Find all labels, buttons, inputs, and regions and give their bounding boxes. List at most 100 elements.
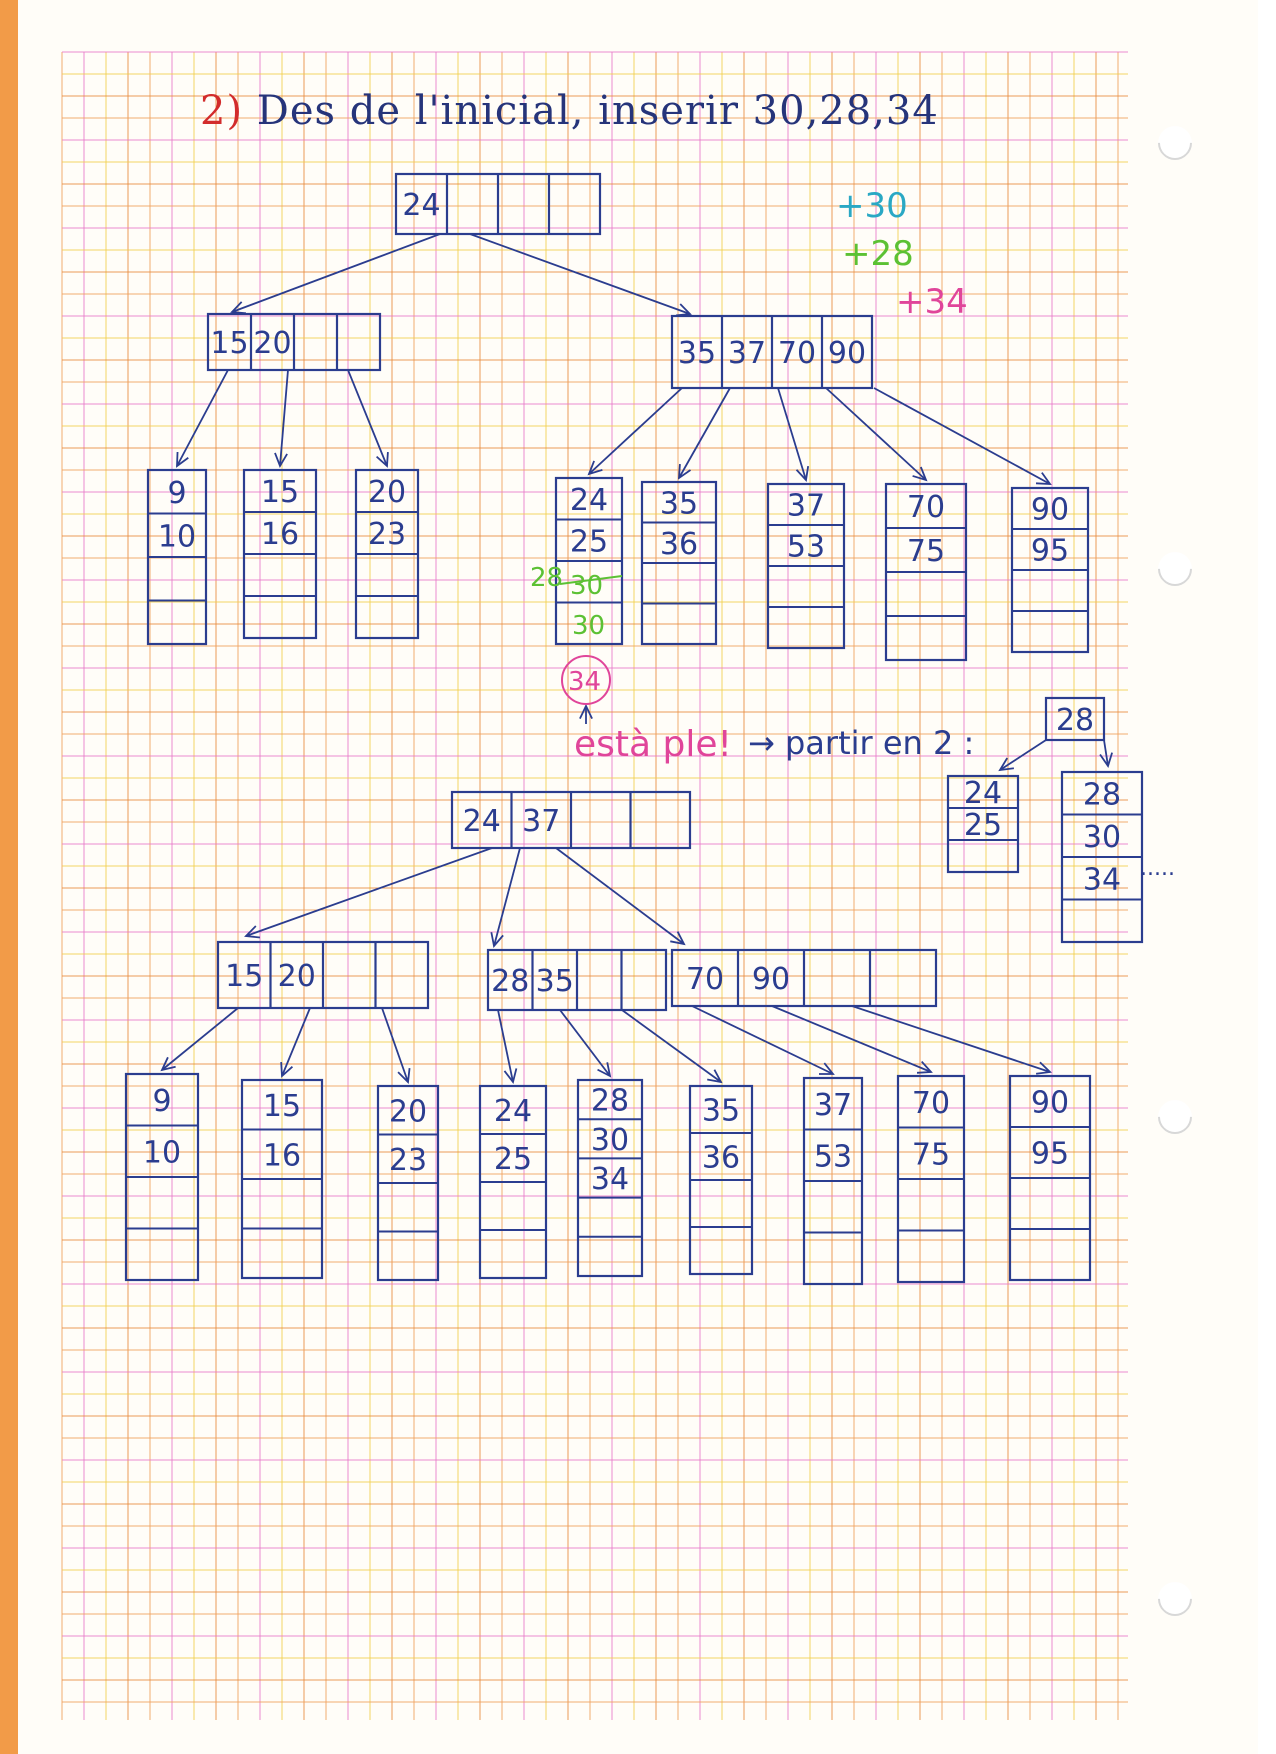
node-key: 70 xyxy=(778,336,816,371)
node-key: 70 xyxy=(686,962,724,997)
edge-arrowhead xyxy=(1035,472,1052,485)
root-node-before: 24 xyxy=(394,172,602,236)
leaf-key: 90 xyxy=(1031,1086,1069,1121)
exercise-number: 2) xyxy=(200,88,244,134)
tree-edge xyxy=(245,847,493,937)
edge-arrowhead xyxy=(818,1062,835,1075)
tree-edge xyxy=(678,387,731,479)
edge-arrowhead xyxy=(587,460,603,476)
leaf-key: 36 xyxy=(660,527,698,562)
edge-arrowhead xyxy=(916,1060,933,1074)
tree-edge xyxy=(347,369,388,467)
leaf-key: 75 xyxy=(912,1137,950,1172)
leaf-key: 30 xyxy=(1083,820,1121,855)
leaf-key: 25 xyxy=(494,1142,532,1177)
tree-edge xyxy=(161,1007,239,1071)
split-left-leaf-frame xyxy=(946,774,1020,874)
edge-arrowhead xyxy=(176,451,189,468)
leaf-key: 24 xyxy=(494,1094,532,1129)
leaf-key: 10 xyxy=(158,519,196,554)
node-key: 24 xyxy=(402,188,440,223)
edge-arrowhead xyxy=(912,466,928,482)
leaf-key: 23 xyxy=(368,517,406,552)
leaf-key: 37 xyxy=(814,1088,852,1123)
edge-arrowhead xyxy=(998,757,1015,772)
leaf-key: 25 xyxy=(964,808,1002,843)
graph-paper-grid xyxy=(61,51,1128,1720)
tree-edge xyxy=(621,1009,722,1083)
leaf-key: 75 xyxy=(907,534,945,569)
exercise-text: Des de l'inicial, inserir 30,28,34 xyxy=(256,88,939,134)
leaf-node-before: 910 xyxy=(146,468,208,646)
exercise-heading: 2) Des de l'inicial, inserir 30,28,34 xyxy=(200,88,939,134)
node-key: 20 xyxy=(278,959,316,994)
edge-arrowhead xyxy=(670,931,686,946)
tree-edge xyxy=(825,387,927,481)
overflow-key-circle xyxy=(561,655,611,705)
leaf-key: 35 xyxy=(660,486,698,521)
tree-edge xyxy=(851,1005,1051,1073)
leaf-key: 95 xyxy=(1031,1137,1069,1172)
tree-edge xyxy=(279,369,289,467)
leaf-key: 37 xyxy=(787,489,825,524)
leaf-node-after: 910 xyxy=(124,1072,200,1282)
leaf-key: 35 xyxy=(702,1094,740,1129)
inserted-key-30: 30 xyxy=(572,611,605,641)
tree-edge xyxy=(777,387,807,481)
edge-arrowhead xyxy=(376,451,389,468)
tree-edge xyxy=(999,739,1047,771)
edge-arrowhead xyxy=(160,1056,176,1072)
tree-edge xyxy=(873,387,1051,485)
leaf-full-note: està ple! xyxy=(574,724,732,765)
leaf-key: 34 xyxy=(1083,862,1121,897)
leaf-key: 24 xyxy=(570,483,608,518)
leaf-key: 36 xyxy=(702,1141,740,1176)
leaf-key: 34 xyxy=(591,1162,629,1197)
tree-edges xyxy=(160,233,1113,1085)
tree-edge xyxy=(1103,739,1109,767)
tree-edge xyxy=(231,233,441,313)
node-key: 28 xyxy=(1056,703,1094,738)
node-key: 90 xyxy=(752,962,790,997)
tree-edge xyxy=(555,847,685,945)
tree-edge xyxy=(176,369,229,467)
tree-edge xyxy=(691,1005,834,1075)
node-key: 37 xyxy=(522,804,560,839)
orange-margin-strip xyxy=(0,0,18,1754)
leaf-key: 23 xyxy=(389,1143,427,1178)
node-key: 24 xyxy=(463,804,501,839)
edge-arrowhead xyxy=(707,1069,723,1084)
node-key: 35 xyxy=(678,336,716,371)
edge-arrowhead xyxy=(230,301,247,315)
internal-node-after: 70 90 xyxy=(670,948,938,1008)
leaf-key: 53 xyxy=(814,1139,852,1174)
promoted-key-box: 28 xyxy=(1044,696,1106,742)
node-key: 35 xyxy=(536,964,574,999)
edge-arrowhead xyxy=(1099,752,1113,769)
insert-note-30: +30 xyxy=(836,186,908,226)
leaf-key: 53 xyxy=(787,530,825,565)
leaf-key: 15 xyxy=(261,475,299,510)
edge-arrowhead xyxy=(274,452,288,469)
inserted-key-28: 28 xyxy=(530,563,563,593)
insert-note-28: +28 xyxy=(842,234,914,274)
split-dots: ..... xyxy=(1140,856,1175,881)
node-key: 20 xyxy=(253,326,291,361)
